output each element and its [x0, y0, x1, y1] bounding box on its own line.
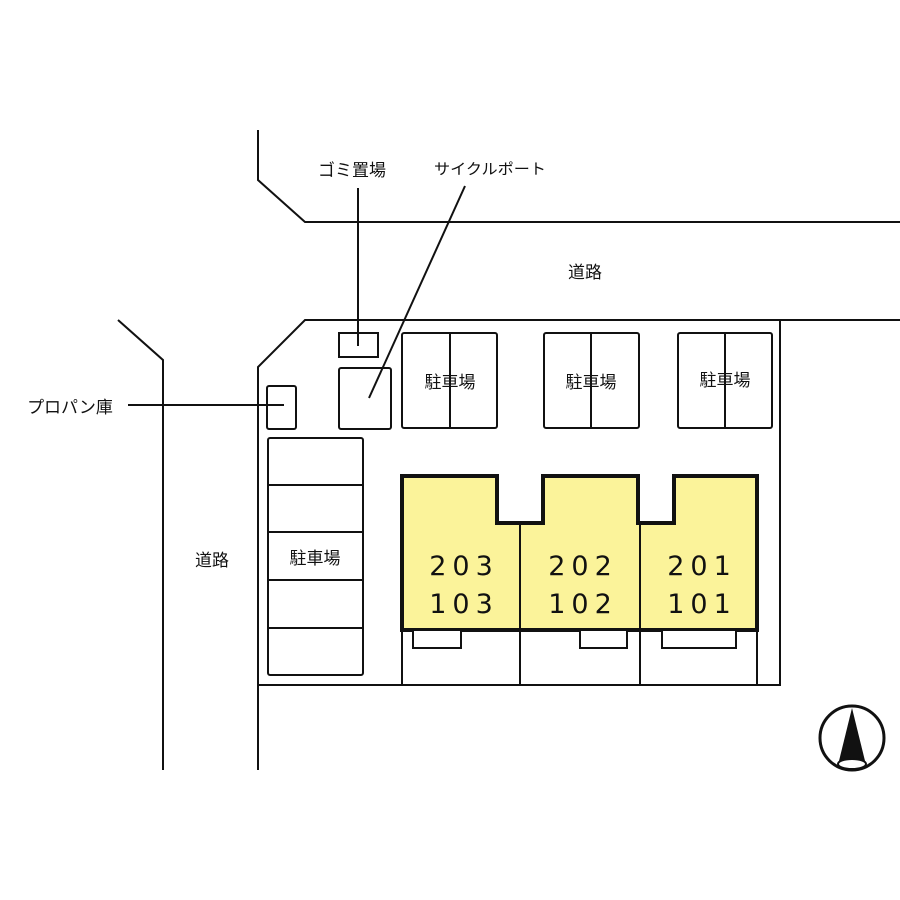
parking-left [267, 437, 364, 676]
road-edge-top [257, 130, 900, 223]
parking-top-1-label: 駐車場 [425, 373, 476, 393]
road-left-label: 道路 [195, 551, 229, 571]
balcony-102 [579, 629, 628, 649]
parking-top-2-label: 駐車場 [566, 373, 617, 393]
balcony-101 [661, 629, 737, 649]
site-boundary-right [258, 320, 781, 686]
road-top-label: 道路 [568, 263, 602, 283]
cycle-port-label: サイクルポート [434, 160, 546, 178]
unit-102: 102 [548, 589, 618, 620]
parking-top-2 [543, 332, 640, 429]
cycle-port-box [338, 367, 392, 430]
balcony-103 [412, 629, 462, 649]
unit-201: 201 [667, 551, 737, 582]
parking-left-label: 駐車場 [290, 549, 341, 569]
garbage-area-label: ゴミ置場 [318, 160, 386, 181]
unit-103: 103 [429, 589, 499, 620]
parking-top-3 [677, 332, 773, 429]
site-boundary [257, 319, 900, 770]
road-edge-left [117, 319, 164, 770]
unit-203: 203 [429, 551, 499, 582]
unit-101: 101 [667, 589, 737, 620]
propane-storage-box [266, 385, 297, 430]
north-arrow-icon [818, 704, 886, 772]
cycle-port-leader-line [368, 185, 466, 399]
unit-202: 202 [548, 551, 618, 582]
parking-top-1 [401, 332, 498, 429]
parking-top-3-label: 駐車場 [700, 371, 751, 391]
propane-label: プロパン庫 [27, 398, 113, 418]
